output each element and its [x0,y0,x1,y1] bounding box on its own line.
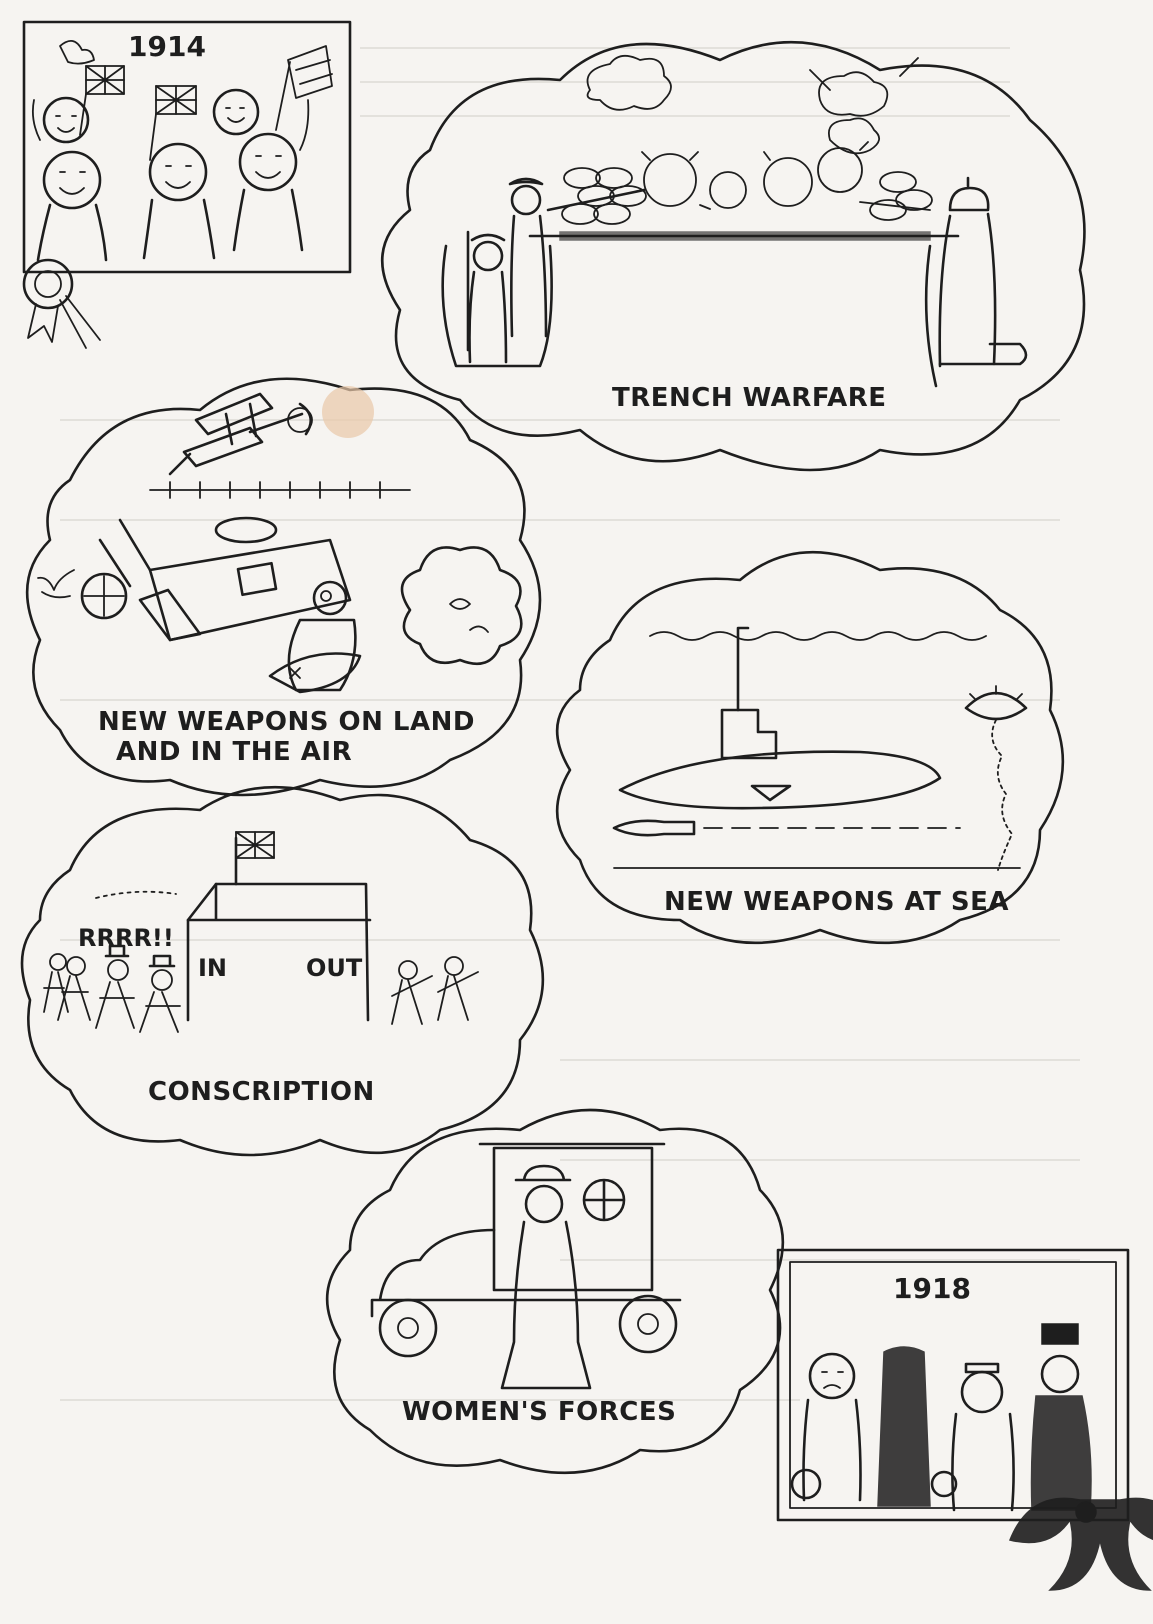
thought-cloud-outline [380,40,1086,472]
caption-weapons-land-line2: AND IN THE AIR [116,737,352,767]
thought-cloud-outline [325,1108,785,1475]
pennant-flag-icon [275,45,333,131]
thought-cloud-outline [20,785,545,1157]
british-soldier [508,177,646,338]
sign-in: IN [198,954,227,982]
union-flag-icon [79,65,125,136]
panel-womens-forces: WOMEN'S FORCES [325,1108,785,1475]
gas-mask-soldier [268,580,362,694]
union-flag-icon [235,831,275,859]
sea-mine-icon [964,685,1028,871]
caption-conscription: CONSCRIPTION [148,1077,375,1107]
panel-trench-warfare: TRENCH WARFARE [380,40,1086,472]
soldiers-marching-out [391,956,479,1025]
recruiting-office-building: IN OUT [186,831,372,1022]
year-1918-label: 1918 [893,1272,971,1305]
caption-weapons-sea: NEW WEAPONS AT SEA [664,887,1009,917]
german-soldier [859,176,1028,368]
mourning-family [790,1323,1092,1512]
woman-in-uniform [500,1164,592,1390]
biplane-icon [168,392,313,476]
thought-cloud-outline [555,550,1065,945]
gas-cloud-icon [400,546,523,665]
submarine-icon [618,708,942,810]
caption-womens-forces: WOMEN'S FORCES [402,1397,676,1427]
panel-conscription: IN OUT RRRR!! CONSCRIPTION [20,785,545,1157]
cheer-text: RRRR!! [78,924,174,952]
rosette-badge-icon [22,258,101,349]
cheering-crowd [31,88,310,262]
caption-trench-warfare: TRENCH WARFARE [612,383,887,413]
tank-icon [98,516,352,642]
torpedo-icon [612,819,961,837]
sign-out: OUT [306,954,363,982]
year-1914-label: 1914 [128,30,206,63]
british-soldier [466,230,508,364]
mourning-bow-icon [1008,1497,1153,1591]
ambulance-icon [370,1142,682,1358]
panel-weapons-land-air: NEW WEAPONS ON LAND AND IN THE AIR [25,377,542,797]
union-flag-icon [149,85,197,161]
panel-1914: 1914 [22,20,352,349]
panel-1918: 1918 [776,1248,1153,1591]
conscripts-marching-in [43,944,181,1033]
panel-weapons-sea: NEW WEAPONS AT SEA [555,550,1065,945]
thought-cloud-outline [25,377,542,797]
barbed-wire [641,141,869,210]
caption-weapons-land-line1: NEW WEAPONS ON LAND [98,707,475,737]
field-gun-icon [37,569,128,620]
